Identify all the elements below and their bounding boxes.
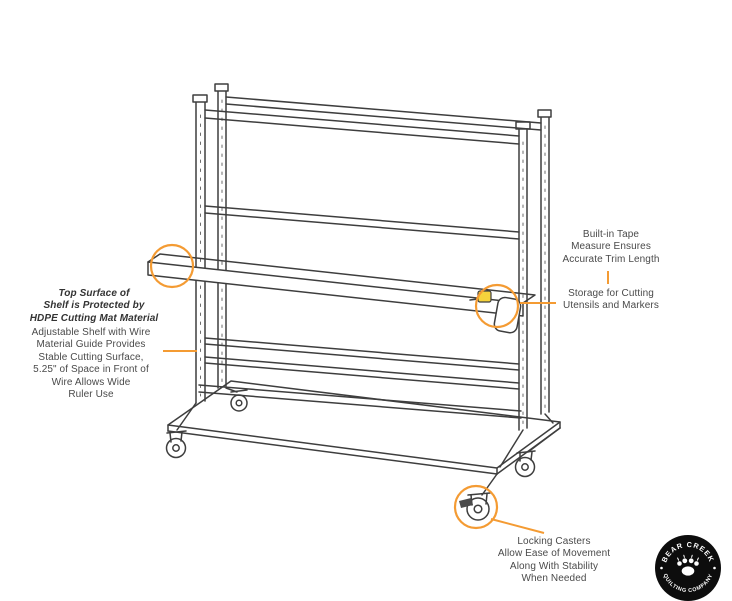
callout-line-caster <box>490 518 545 534</box>
annotation-storage: Storage for Cutting Utensils and Markers <box>563 288 659 312</box>
utensil-storage-bin <box>493 296 522 334</box>
caster-wheel-back-right <box>514 450 536 478</box>
lower-rails <box>198 337 522 419</box>
post-slot-holes <box>200 99 546 425</box>
logo-star-left <box>660 566 663 570</box>
highlight-circle-shelf <box>149 243 195 289</box>
annotation-shelf-surface: Top Surface of Shelf is Protected by HDP… <box>29 288 159 324</box>
annotation-tape-measure: Built-in Tape Measure Ensures Accurate T… <box>562 229 660 265</box>
logo-star-right <box>713 566 716 570</box>
caster-wheel-back-left <box>230 389 248 412</box>
left-posts <box>192 83 229 404</box>
right-posts <box>515 109 552 431</box>
highlight-circle-caster <box>453 484 499 530</box>
highlight-circle-tape <box>474 283 520 329</box>
caster-wheel-front-left <box>165 430 187 459</box>
brand-logo: BEAR CREEK QUILTING COMPANY <box>655 535 721 601</box>
top-rail <box>204 96 542 145</box>
cutting-shelf <box>147 253 536 317</box>
bear-paw-icon <box>677 554 699 576</box>
cart-line-drawing <box>147 83 561 521</box>
mid-rail <box>204 205 520 240</box>
base-frame <box>167 380 561 496</box>
callout-highlights <box>149 243 609 534</box>
annotation-locking-casters: Locking Casters Allow Ease of Movement A… <box>497 536 611 585</box>
locking-caster-wheel <box>459 492 491 521</box>
annotation-adjustable-shelf: Adjustable Shelf with Wire Material Guid… <box>31 327 151 400</box>
